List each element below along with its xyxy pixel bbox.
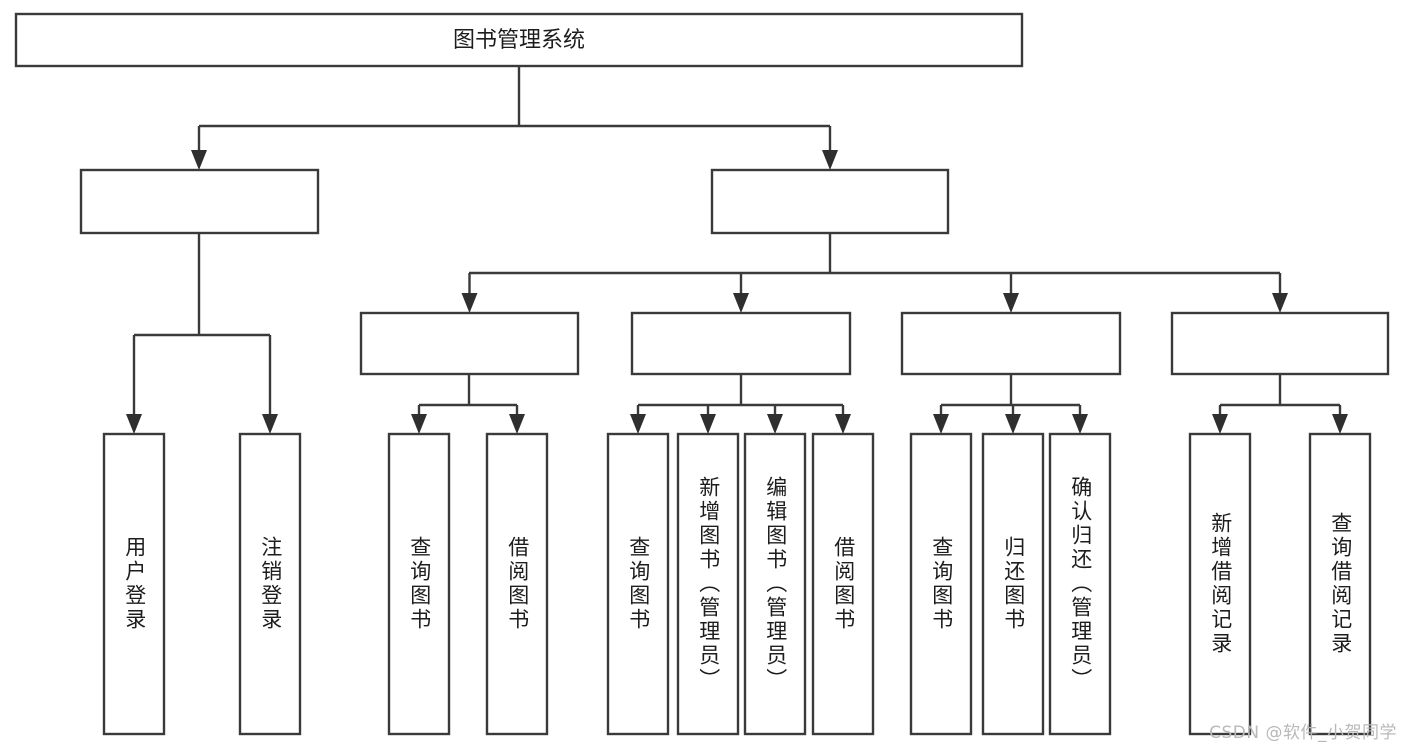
arrow-leaf-query-book-3-arrowhead	[933, 414, 949, 434]
node-leaf-borrow-book-2[interactable]	[811, 432, 875, 736]
arrow-leaf-query-book-2-arrowhead	[630, 414, 646, 434]
node-leaf-return-book[interactable]	[981, 432, 1045, 736]
box-outline	[387, 432, 451, 736]
arrow-level3-new-book-recommend-arrowhead	[461, 293, 478, 313]
node-leaf-edit-book-admin[interactable]	[743, 432, 807, 736]
arrow-leaf-add-book-admin-arrowhead	[700, 414, 716, 434]
box-outline	[359, 311, 580, 376]
box-outline	[238, 432, 302, 736]
arrow-leaf-user-login-arrowhead	[126, 414, 142, 434]
arrow-level3-current-borrow-arrowhead	[1003, 293, 1019, 313]
node-current-borrow[interactable]	[900, 311, 1122, 376]
box-outline	[1308, 432, 1372, 736]
csdn-watermark: CSDN @软件_小贺同学	[1209, 723, 1397, 743]
node-leaf-add-book-admin[interactable]	[676, 432, 740, 736]
node-leaf-borrow-book-1[interactable]	[485, 432, 549, 736]
arrow-book-manage-arrowhead	[822, 150, 838, 170]
box-outline	[102, 432, 166, 736]
node-leaf-user-login[interactable]	[102, 432, 166, 736]
box-outline	[79, 168, 320, 235]
box-outline	[900, 311, 1122, 376]
node-new-book-recommend[interactable]	[359, 311, 580, 376]
box-outline	[1048, 432, 1112, 736]
arrow-leaf-edit-book-admin-arrowhead	[767, 414, 783, 434]
arrow-leaf-query-borrow-record-arrowhead	[1332, 414, 1348, 434]
node-leaf-query-book-1[interactable]	[387, 432, 451, 736]
box-outline	[14, 12, 1024, 68]
box-outline	[811, 432, 875, 736]
node-leaf-logout-login[interactable]	[238, 432, 302, 736]
node-leaf-add-borrow-record[interactable]	[1188, 432, 1252, 736]
box-outline	[981, 432, 1045, 736]
box-outline	[676, 432, 740, 736]
arrow-user-login-arrowhead	[191, 150, 207, 170]
boxes-layer: 图书管理系统	[14, 12, 1390, 736]
node-book-manage[interactable]	[710, 168, 950, 235]
arrow-level3-book-borrow-arrowhead	[733, 293, 749, 313]
box-outline	[630, 311, 852, 376]
box-outline	[743, 432, 807, 736]
connectors-layer	[126, 66, 1348, 434]
node-leaf-confirm-return-admin[interactable]	[1048, 432, 1112, 736]
node-leaf-query-borrow-record[interactable]	[1308, 432, 1372, 736]
box-outline	[710, 168, 950, 235]
arrow-leaf-return-book-arrowhead	[1005, 414, 1021, 434]
node-leaf-query-book-2[interactable]	[606, 432, 670, 736]
arrow-leaf-add-borrow-record-arrowhead	[1212, 414, 1228, 434]
node-book-borrow[interactable]	[630, 311, 852, 376]
arrow-level3-borrow-record-arrowhead	[1272, 293, 1288, 313]
node-root[interactable]: 图书管理系统	[14, 12, 1024, 68]
arrow-leaf-borrow-book-1-arrowhead	[509, 414, 525, 434]
arrow-leaf-query-book-1-arrowhead	[411, 414, 427, 434]
node-user-login[interactable]	[79, 168, 320, 235]
arrow-leaf-logout-login-arrowhead	[262, 414, 278, 434]
arrow-leaf-confirm-return-admin-arrowhead	[1072, 414, 1088, 434]
node-leaf-query-book-3[interactable]	[909, 432, 973, 736]
box-outline	[1188, 432, 1252, 736]
arrow-leaf-borrow-book-2-arrowhead	[835, 414, 851, 434]
box-outline	[606, 432, 670, 736]
box-outline	[1170, 311, 1390, 376]
node-label: 图书管理系统	[453, 28, 585, 53]
node-borrow-record[interactable]	[1170, 311, 1390, 376]
box-outline	[485, 432, 549, 736]
box-outline	[909, 432, 973, 736]
